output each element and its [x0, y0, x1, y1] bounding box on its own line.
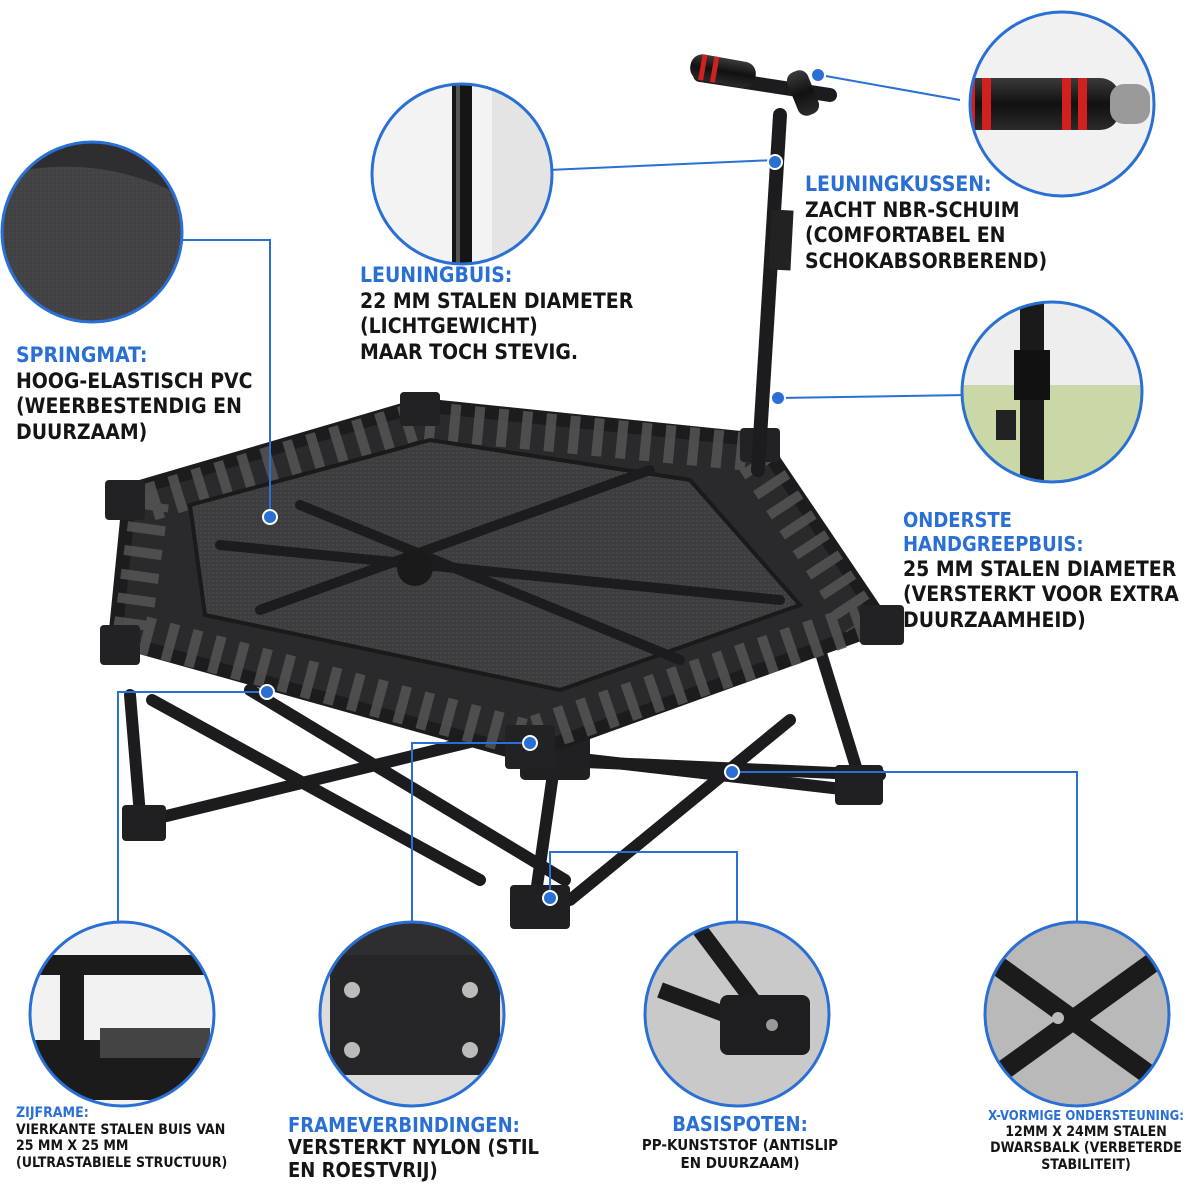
label-zijframe-body: VIERKANTE STALEN BUIS VAN 25 MM X 25 MM … [16, 1121, 228, 1171]
label-onderste-handgreepbuis: ONDERSTE HANDGREEPBUIS: 25 MM STALEN DIA… [903, 508, 1198, 634]
label-basispoten-title: BASISPOTEN: [672, 1112, 808, 1136]
jump-mat [187, 437, 804, 693]
label-leuningkussen-title: LEUNINGKUSSEN: [805, 172, 992, 196]
label-x-ondersteuning-title: X-VORMIGE ONDERSTEUNING: [988, 1109, 1184, 1124]
detail-circle-zijframe [28, 920, 216, 1108]
label-springmat-body: HOOG-ELASTISCH PVC (WEERBESTENDIG EN DUU… [16, 368, 253, 444]
leader-lines [117, 74, 1078, 925]
label-frameverbindingen-body: VERSTERKT NYLON (STIL EN ROESTVRIJ) [288, 1135, 540, 1182]
leg-feet [122, 728, 883, 929]
detail-circle-frameverbindingen [318, 920, 506, 1108]
label-frameverbindingen: FRAMEVERBINDINGEN: VERSTERKT NYLON (STIL… [288, 1114, 568, 1181]
label-leuningbuis-title: LEUNINGBUIS: [360, 263, 513, 287]
label-onderste-handgreepbuis-body: 25 MM STALEN DIAMETER (VERSTERKT VOOR EX… [903, 556, 1179, 632]
handle-bar [690, 54, 837, 477]
leader-dots [259, 67, 826, 906]
label-leuningkussen: LEUNINGKUSSEN: ZACHT NBR-SCHUIM (COMFORT… [805, 172, 1065, 274]
detail-circle-leuningkussen [968, 10, 1156, 198]
label-springmat: SPRINGMAT: HOOG-ELASTISCH PVC (WEERBESTE… [16, 343, 256, 445]
detail-circle-basispoten [643, 920, 831, 1108]
detail-circle-leuningbuis [370, 82, 554, 266]
label-zijframe-title: ZIJFRAME: [16, 1105, 89, 1121]
label-leuningkussen-body: ZACHT NBR-SCHUIM (COMFORTABEL EN SCHOKAB… [805, 197, 1048, 273]
detail-circle-onderste-handgreepbuis [960, 300, 1144, 484]
label-x-ondersteuning: X-VORMIGE ONDERSTEUNING: 12MM X 24MM STA… [975, 1109, 1197, 1173]
label-springmat-title: SPRINGMAT: [16, 343, 148, 367]
label-basispoten-body: PP-KUNSTSTOF (ANTISLIP EN DUURZAAM) [641, 1136, 839, 1172]
label-zijframe: ZIJFRAME: VIERKANTE STALEN BUIS VAN 25 M… [16, 1105, 261, 1171]
label-leuningbuis-body: 22 MM STALEN DIAMETER (LICHTGEWICHT) MAA… [360, 288, 634, 364]
label-leuningbuis: LEUNINGBUIS: 22 MM STALEN DIAMETER (LICH… [360, 263, 660, 365]
detail-circle-x-ondersteuning [983, 920, 1171, 1108]
label-x-ondersteuning-body: 12MM X 24MM STALEN DWARSBALK (VERBETERDE… [990, 1124, 1182, 1173]
detail-circle-springmat [0, 140, 184, 324]
label-basispoten: BASISPOTEN: PP-KUNSTSTOF (ANTISLIP EN DU… [620, 1112, 860, 1172]
base-legs [124, 644, 886, 906]
label-onderste-handgreepbuis-title: ONDERSTE HANDGREEPBUIS: [903, 508, 1084, 557]
label-frameverbindingen-title: FRAMEVERBINDINGEN: [288, 1113, 520, 1137]
